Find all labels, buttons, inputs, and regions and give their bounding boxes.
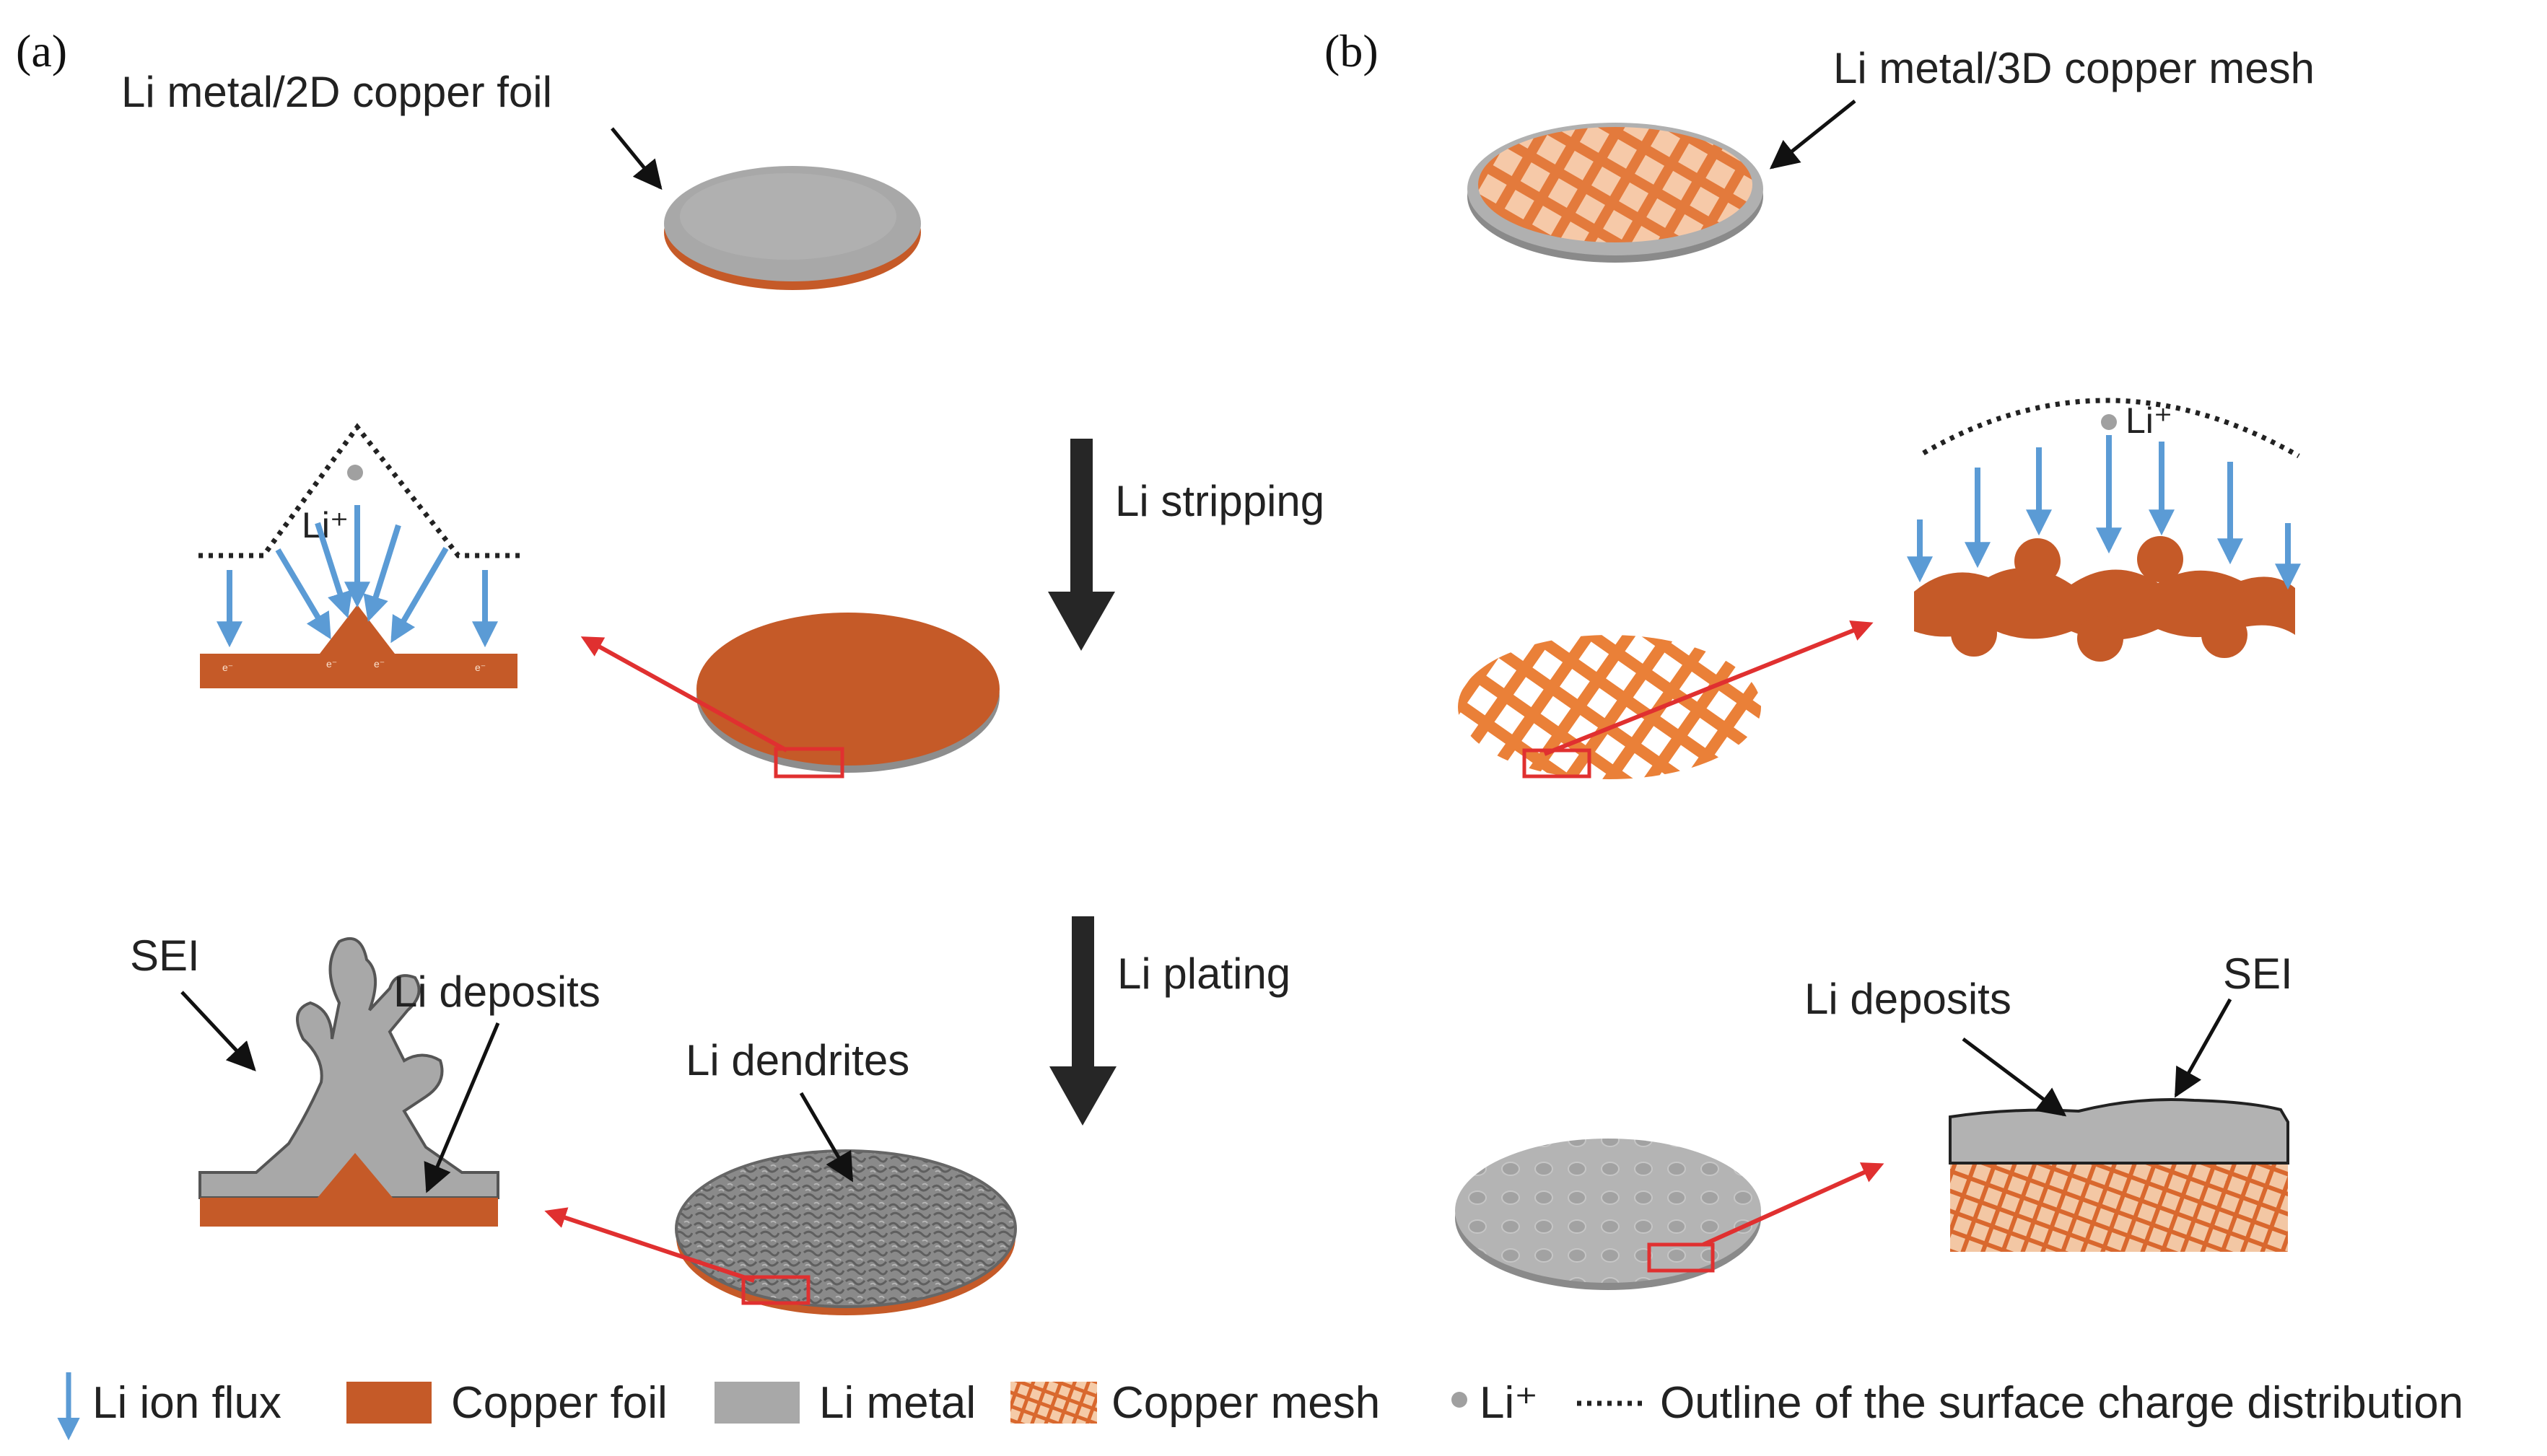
zoom-pointer-3d	[1543, 620, 1874, 756]
electron-marks: e⁻ e⁻ e⁻ e⁻	[222, 658, 486, 673]
li-dendrites-pointer	[799, 1092, 854, 1183]
legend-li-ion-flux: Li ion flux	[57, 1372, 281, 1441]
li-deposit-layer	[1949, 1098, 2289, 1165]
legend-outline: Outline of the surface charge distributi…	[1577, 1378, 2463, 1428]
zoom-box-3d-plated	[1647, 1242, 1715, 1273]
stripping-label: Li stripping	[1115, 477, 1324, 525]
sei-pointer-a	[180, 991, 256, 1071]
plating-label: Li plating	[1117, 950, 1290, 998]
legend-copper-foil: Copper foil	[346, 1378, 668, 1428]
li-dendrites-label: Li dendrites	[686, 1036, 909, 1084]
stripping-detail-3d: Li⁺	[1907, 398, 2301, 662]
legend-copper-mesh-label: Copper mesh	[1111, 1378, 1380, 1428]
mesh-cross-section	[1914, 568, 2295, 640]
legend-copper-foil-label: Copper foil	[451, 1378, 668, 1428]
panel-b: (b) Li metal/3D copper mesh Li⁺	[1324, 25, 2315, 1290]
legend-li-metal: Li metal	[715, 1378, 976, 1428]
zoom-pointer	[580, 636, 788, 753]
plating-detail-2d: SEI Li deposits	[130, 931, 600, 1227]
panel-b-letter: (b)	[1324, 25, 1379, 76]
li-ion-flux-arrows	[217, 505, 498, 648]
li-ion-dot-3d	[2101, 414, 2117, 430]
li-ion-flux-arrows-3d	[1907, 435, 2301, 590]
legend: Li ion flux Copper foil Li metal Copper …	[57, 1372, 2463, 1441]
legend-copper-swatch	[346, 1382, 432, 1424]
sei-label-b: SEI	[2223, 950, 2293, 998]
panel-a-title: Li metal/2D copper foil	[121, 68, 552, 116]
panel-a-letter: (a)	[16, 25, 67, 76]
sei-label-a: SEI	[130, 931, 200, 980]
stripped-mesh-disc	[1458, 620, 1874, 779]
copper-foil-strip	[200, 654, 517, 688]
stripping-detail-2d: Li⁺ e⁻ e⁻ e⁻ e⁻	[198, 423, 520, 688]
svg-text:e⁻: e⁻	[374, 658, 385, 670]
copper-protrusion	[320, 605, 395, 654]
panel-a-title-pointer	[611, 127, 663, 190]
legend-li-plus-label: Li⁺	[1480, 1378, 1538, 1428]
legend-li-plus-dot	[1451, 1392, 1467, 1408]
svg-text:e⁻: e⁻	[222, 662, 233, 673]
panel-b-title: Li metal/3D copper mesh	[1833, 44, 2315, 92]
plating-detail-3d: Li deposits SEI	[1804, 950, 2293, 1252]
plated-mesh-disc	[1455, 1139, 1884, 1290]
stripped-copper-disc	[580, 613, 1000, 779]
legend-li-metal-swatch	[715, 1382, 800, 1424]
legend-li-plus: Li⁺	[1451, 1378, 1538, 1428]
stripping-arrow	[1048, 439, 1115, 651]
svg-text:e⁻: e⁻	[475, 662, 486, 673]
panel-a: (a) Li metal/2D copper foil Li⁺	[16, 25, 1017, 1315]
plating-arrow	[1049, 916, 1117, 1126]
panel-b-title-pointer	[1769, 100, 1856, 170]
zoom-pointer-plated	[544, 1207, 755, 1283]
legend-li-metal-label: Li metal	[819, 1378, 976, 1428]
mesh-wire-sections	[1951, 536, 2247, 662]
process-arrows: Li stripping Li plating	[1048, 439, 1324, 1126]
mesh-block	[1950, 1162, 2288, 1252]
li-deposits-label-b: Li deposits	[1804, 975, 2011, 1023]
zoom-pointer-3d-plated	[1702, 1162, 1884, 1247]
zoom-box	[774, 747, 844, 779]
li-ion-dot	[347, 465, 363, 481]
copper-foil-strip-plated	[200, 1198, 498, 1227]
legend-li-ion-flux-label: Li ion flux	[92, 1378, 281, 1428]
copper-mesh-disc	[1467, 123, 1763, 263]
copper-foil-disc	[664, 166, 921, 290]
dendrite-disc: Li dendrites	[544, 1036, 1017, 1315]
sei-pointer-b	[2174, 998, 2232, 1098]
li-deposits-pointer-a	[424, 1022, 500, 1193]
li-dendrite-sei	[198, 937, 499, 1199]
legend-outline-label: Outline of the surface charge distributi…	[1660, 1378, 2463, 1428]
surface-charge-outline	[198, 423, 520, 558]
li-deposits-pointer-b	[1962, 1038, 2067, 1117]
zoom-box-plated	[741, 1275, 811, 1305]
li-deposits-label-a: Li deposits	[393, 968, 600, 1016]
surface-charge-outline-3d	[1922, 398, 2300, 459]
svg-text:e⁻: e⁻	[326, 658, 337, 670]
copper-protrusion-plated	[318, 1153, 393, 1198]
li-plus-label-b: Li⁺	[2126, 400, 2172, 441]
legend-copper-mesh: Copper mesh	[1010, 1378, 1380, 1428]
legend-copper-mesh-swatch	[1010, 1382, 1097, 1424]
